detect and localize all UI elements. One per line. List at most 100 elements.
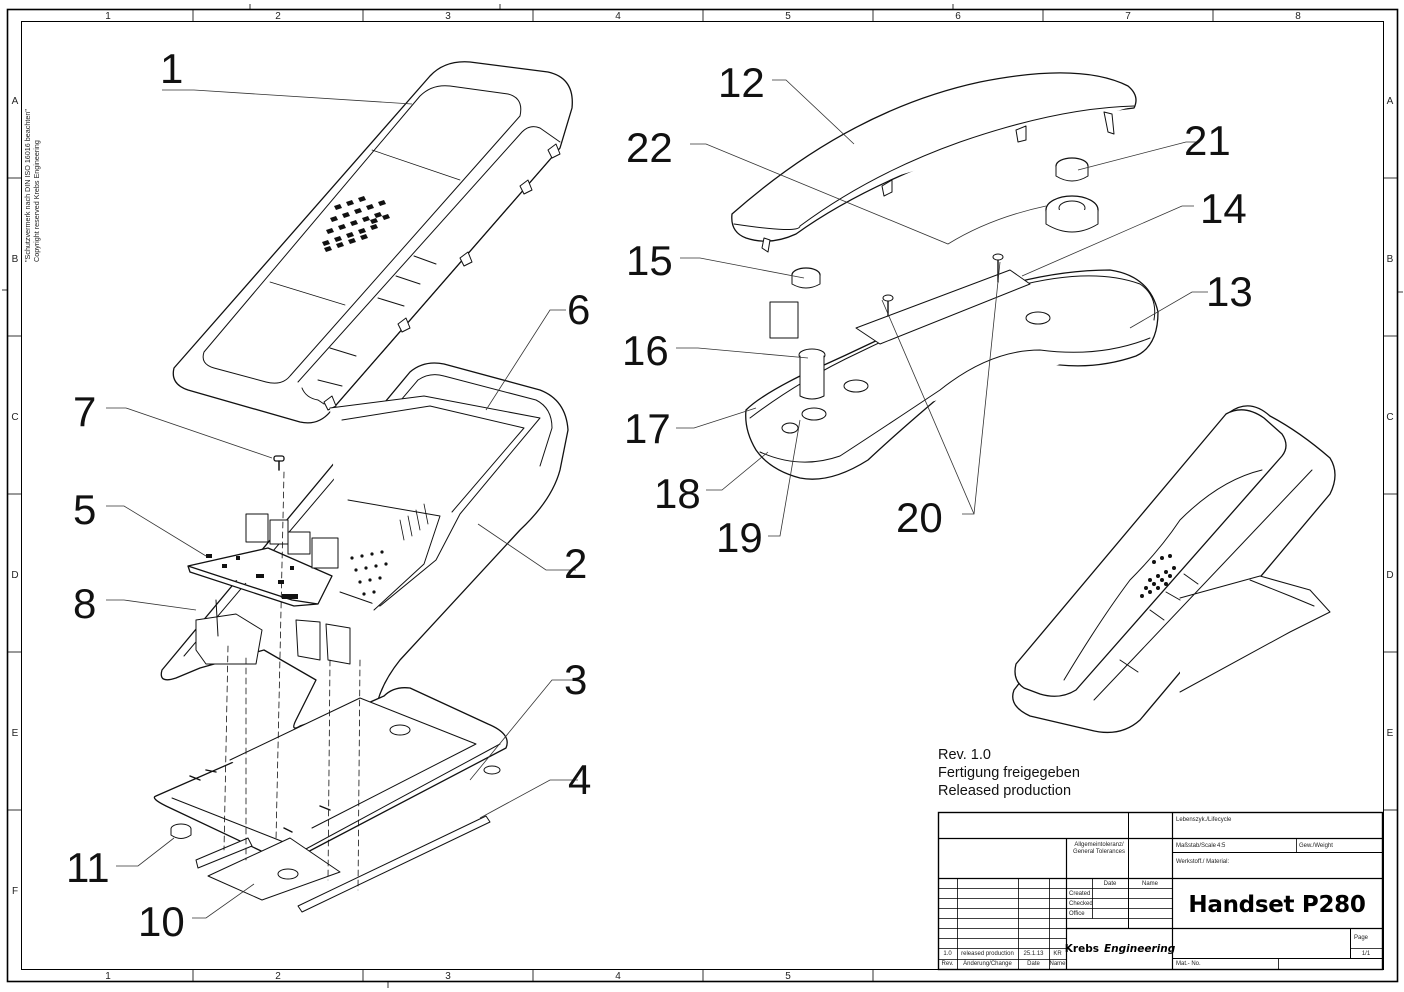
callout-6: 6 bbox=[567, 286, 590, 333]
part-5-pcb bbox=[187, 513, 339, 607]
column-label-bottom: 1 bbox=[105, 971, 111, 982]
revision-note-line-3: Released production bbox=[938, 783, 1072, 799]
column-label-top: 4 bbox=[615, 11, 621, 22]
tolerance-label-1: Allgemeintoleranz/ bbox=[1074, 842, 1124, 848]
callout-10: 10 bbox=[138, 898, 185, 945]
part-10-label bbox=[207, 837, 341, 901]
part-21-cap bbox=[1055, 157, 1089, 182]
outer-frame bbox=[6, 8, 1399, 983]
callout-22: 22 bbox=[626, 124, 673, 171]
grid-column-dividers bbox=[192, 9, 1214, 982]
created-label: Created bbox=[1069, 891, 1091, 897]
column-label-bottom: 2 bbox=[275, 971, 281, 982]
row-label-right: A bbox=[1387, 96, 1394, 107]
name-header: Name bbox=[1141, 881, 1158, 887]
callout-16: 16 bbox=[622, 327, 669, 374]
callout-12: 12 bbox=[718, 59, 765, 106]
part-1-top-cover bbox=[172, 61, 573, 424]
callout-19: 19 bbox=[716, 514, 763, 561]
row-label-left: A bbox=[12, 96, 19, 107]
callout-8: 8 bbox=[73, 580, 96, 627]
part-14-earpiece bbox=[1045, 195, 1099, 233]
row-label-left: E bbox=[12, 728, 19, 739]
callout-1: 1 bbox=[160, 45, 183, 92]
callout-2: 2 bbox=[564, 540, 587, 587]
callout-21: 21 bbox=[1184, 117, 1231, 164]
part-7-screw bbox=[273, 455, 285, 471]
revision-note-line-1: Rev. 1.0 bbox=[938, 747, 991, 763]
callout-11: 11 bbox=[66, 844, 110, 891]
scale-value: 4:5 bbox=[1217, 843, 1226, 849]
column-label-top: 5 bbox=[785, 11, 791, 22]
row-label-left: F bbox=[12, 886, 18, 897]
callout-7: 7 bbox=[73, 388, 96, 435]
checked-label: Checked bbox=[1069, 901, 1093, 907]
part-12-handset-top bbox=[731, 72, 1137, 253]
title-block-grid bbox=[937, 811, 1384, 971]
callout-3: 3 bbox=[564, 656, 587, 703]
inner-frame bbox=[21, 21, 1384, 970]
part-13-handset-bottom bbox=[745, 253, 1159, 480]
weight-label: Gew./Weight bbox=[1299, 843, 1333, 849]
part-3-base-plate bbox=[153, 687, 508, 861]
page-value: 1/1 bbox=[1361, 951, 1371, 957]
column-label-top: 1 bbox=[105, 11, 111, 22]
leader-lines bbox=[106, 79, 1208, 919]
callout-15: 15 bbox=[626, 237, 673, 284]
date-header: Date bbox=[1103, 881, 1117, 887]
scale-label: Maßstab/Scale bbox=[1176, 843, 1217, 849]
callout-13: 13 bbox=[1206, 268, 1253, 315]
part-4-strip bbox=[195, 815, 491, 913]
row-label-right: E bbox=[1387, 728, 1394, 739]
drawing-title: Handset P280 bbox=[1188, 892, 1366, 918]
row-label-left: C bbox=[11, 412, 18, 423]
revision-change: released production bbox=[961, 951, 1014, 957]
revision-header-rev: Rev. bbox=[941, 961, 954, 967]
grid-row-dividers bbox=[7, 177, 1398, 811]
revision-header-change: Änderung/Change bbox=[963, 961, 1012, 967]
revision-header-name: Name bbox=[1049, 961, 1066, 967]
column-label-bottom: 4 bbox=[615, 971, 621, 982]
column-label-top: 7 bbox=[1125, 11, 1131, 22]
company-name-2: Engineering bbox=[1103, 943, 1176, 955]
revision-name: KR bbox=[1053, 951, 1062, 957]
row-label-right: B bbox=[1387, 254, 1394, 265]
part-11-foot bbox=[170, 823, 192, 839]
callout-labels: 1 2 3 4 5 6 7 8 10 11 12 13 14 15 16 17 … bbox=[66, 45, 1253, 945]
page-label: Page bbox=[1354, 935, 1369, 941]
copyright-line-2: Copyright reserved Krebs Engineering bbox=[31, 140, 41, 262]
office-label: Office bbox=[1069, 911, 1085, 917]
row-label-left: D bbox=[11, 570, 18, 581]
copyright-note: "Schutzvermerk nach DIN ISO 16016 beacht… bbox=[23, 109, 41, 262]
callout-5: 5 bbox=[73, 486, 96, 533]
speaker-grille bbox=[322, 196, 390, 252]
assembly-guides bbox=[223, 471, 361, 891]
revision-header-date: Date bbox=[1027, 961, 1040, 967]
tolerance-label-2: General Tolerances bbox=[1073, 849, 1125, 855]
column-label-top: 8 bbox=[1295, 11, 1301, 22]
callout-4: 4 bbox=[568, 756, 591, 803]
part-15-cap bbox=[791, 267, 821, 289]
column-label-bottom: 5 bbox=[785, 971, 791, 982]
column-label-top: 2 bbox=[275, 11, 281, 22]
assembled-phone-view bbox=[1012, 405, 1336, 734]
revision-note: Rev. 1.0 Fertigung freigegeben Released … bbox=[938, 746, 1080, 800]
row-label-right: D bbox=[1386, 570, 1393, 581]
column-label-top: 6 bbox=[955, 11, 961, 22]
callout-14: 14 bbox=[1200, 185, 1247, 232]
row-label-right: C bbox=[1386, 412, 1393, 423]
callout-17: 17 bbox=[624, 405, 671, 452]
column-label-bottom: 3 bbox=[445, 971, 451, 982]
revision-date: 25.1.13 bbox=[1023, 951, 1044, 957]
callout-20: 20 bbox=[896, 494, 943, 541]
row-label-left: B bbox=[12, 254, 19, 265]
material-label: Werkstoff./ Material: bbox=[1176, 859, 1230, 865]
column-label-top: 3 bbox=[445, 11, 451, 22]
company-name-1: Krebs bbox=[1064, 943, 1099, 955]
company-logo: Krebs Engineering bbox=[1064, 930, 1176, 968]
part-2-housing bbox=[160, 362, 569, 729]
revision-note-line-2: Fertigung freigegeben bbox=[938, 765, 1080, 781]
lifecycle-label: Lebenszyk./Lifecycle bbox=[1176, 817, 1232, 823]
revision-number: 1.0 bbox=[943, 951, 952, 957]
